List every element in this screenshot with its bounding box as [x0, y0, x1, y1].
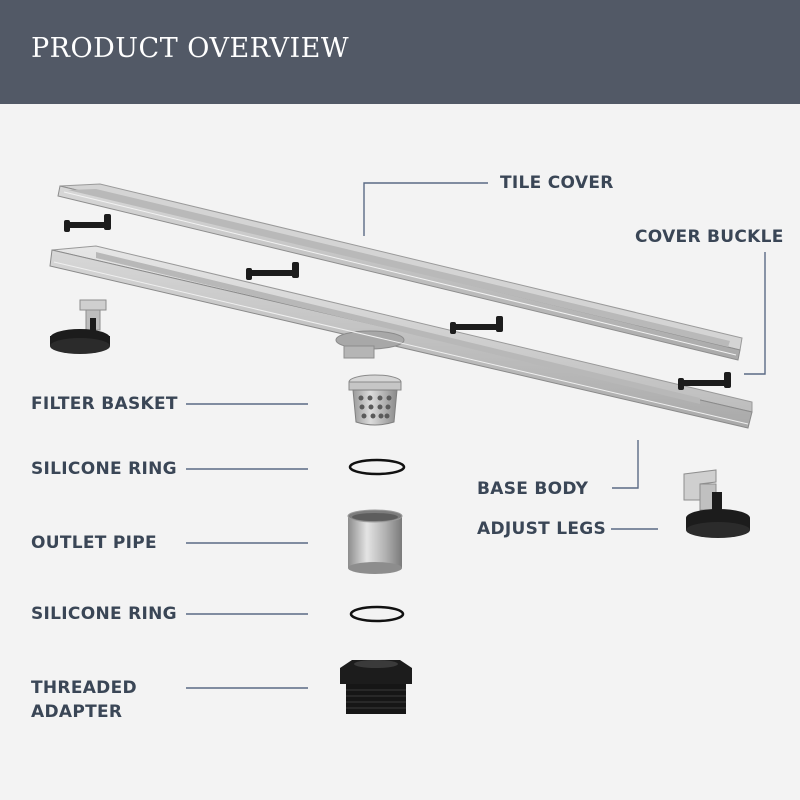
- adjust-leg-left: [50, 299, 110, 354]
- leader-lines: [186, 182, 766, 689]
- tile-cover-part: [57, 183, 743, 361]
- label-adjust-legs: ADJUST LEGS: [477, 519, 607, 539]
- tile-cover-leader: [363, 182, 488, 236]
- label-base-body: BASE BODY: [477, 479, 589, 499]
- silicone-ring-1-part: [348, 458, 406, 476]
- adjust-leg-right: [683, 469, 750, 538]
- buckle-2: [246, 262, 299, 280]
- label-threaded-adapter-line1: THREADED: [31, 678, 137, 698]
- filter-basket-part: [348, 374, 402, 426]
- silicone-ring-2-part: [349, 605, 405, 623]
- label-filter-basket: FILTER BASKET: [31, 394, 178, 414]
- cover-buckle-parts: [64, 214, 731, 390]
- outlet-pipe-part: [347, 509, 403, 574]
- threaded-adapter-part: [340, 660, 412, 714]
- label-silicone-ring-2: SILICONE RING: [31, 604, 177, 624]
- buckle-4: [678, 372, 731, 390]
- label-outlet-pipe: OUTLET PIPE: [31, 533, 157, 553]
- label-tile-cover: TILE COVER: [500, 173, 614, 193]
- buckle-1: [64, 214, 111, 232]
- page-title: PRODUCT OVERVIEW: [31, 33, 350, 64]
- base-body-part: [49, 245, 753, 429]
- cover-buckle-leader: [744, 252, 766, 375]
- base-body-leader: [612, 440, 639, 489]
- header-banner: PRODUCT OVERVIEW: [0, 0, 800, 104]
- buckle-3: [450, 316, 503, 334]
- label-threaded-adapter-line2: ADAPTER: [31, 702, 123, 722]
- label-cover-buckle: COVER BUCKLE: [635, 227, 784, 247]
- label-silicone-ring-1: SILICONE RING: [31, 459, 177, 479]
